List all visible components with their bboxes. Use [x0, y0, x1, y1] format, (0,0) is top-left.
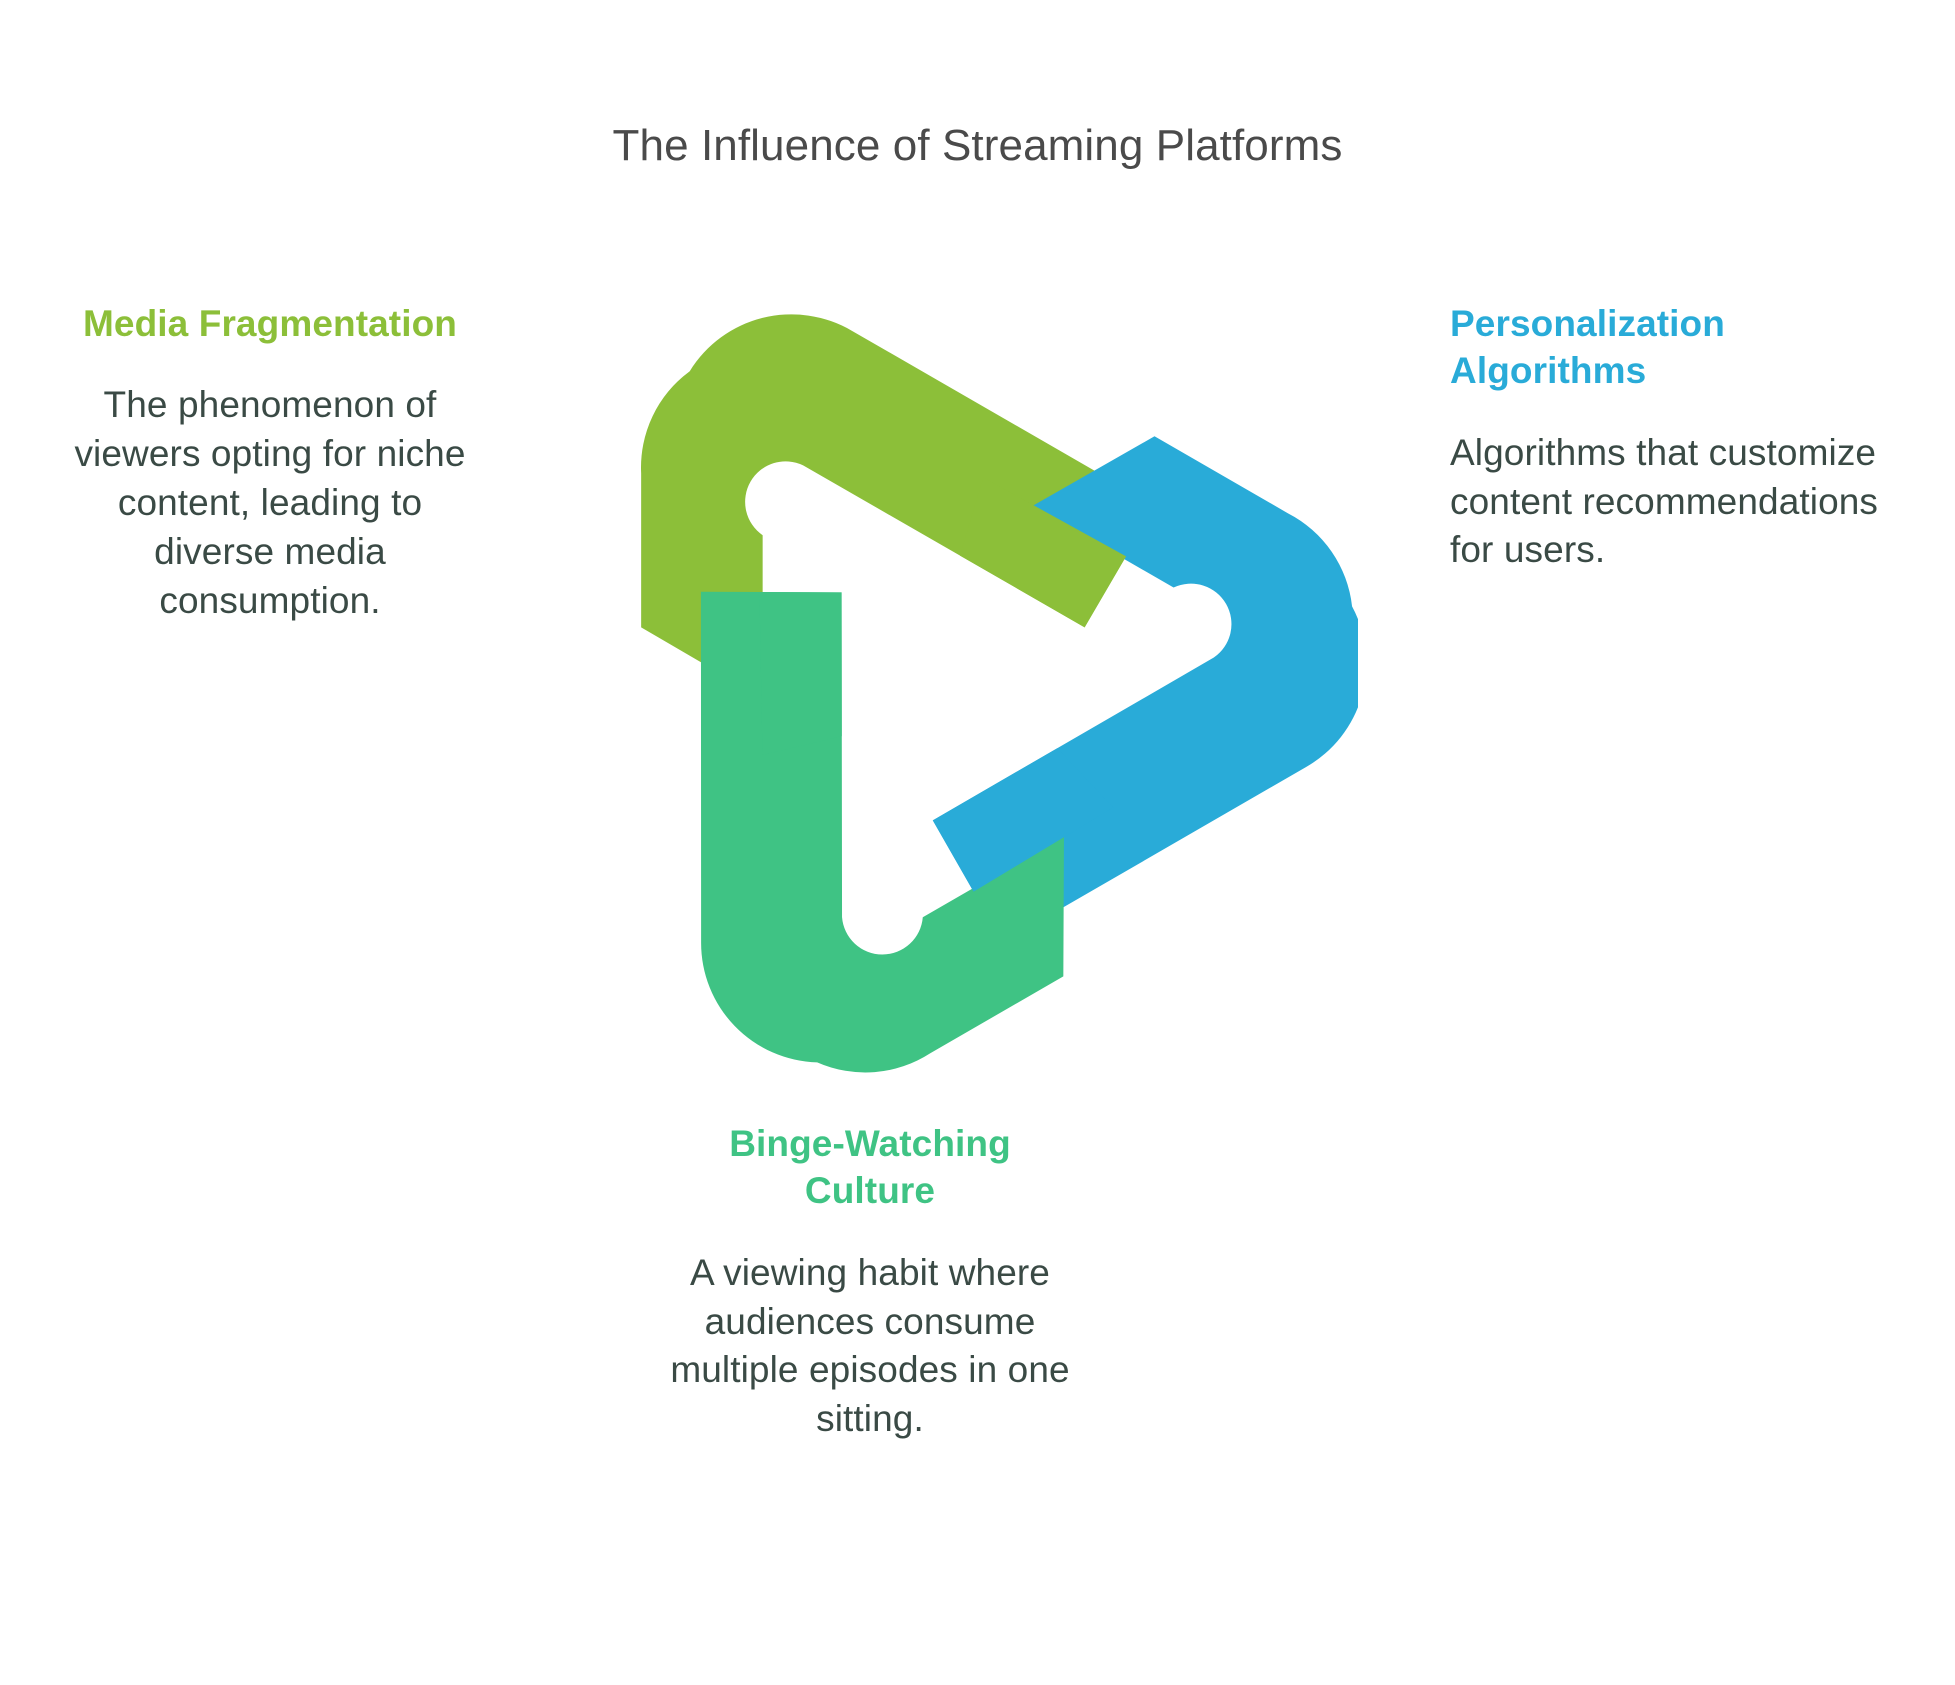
concept-body-personalization-algorithms: Algorithms that customize content recomm… — [1450, 431, 1879, 571]
concept-block-binge-watching-culture: Binge-Watching Culture A viewing habit w… — [660, 1120, 1080, 1444]
concept-body-media-fragmentation: The phenomenon of viewers opting for nic… — [74, 384, 466, 621]
concept-heading-media-fragmentation: Media Fragmentation — [83, 303, 457, 344]
concept-block-personalization-algorithms: Personalization Algorithms Algorithms th… — [1450, 300, 1890, 575]
concept-body-binge-watching-culture: A viewing habit where audiences consume … — [670, 1251, 1070, 1440]
concept-heading-personalization-algorithms: Personalization Algorithms — [1450, 303, 1725, 392]
concept-block-media-fragmentation: Media Fragmentation The phenomenon of vi… — [55, 300, 485, 626]
page-title: The Influence of Streaming Platforms — [612, 121, 1343, 170]
interlocking-trefoil-knot-graphic — [548, 275, 1358, 1085]
concept-heading-binge-watching-culture: Binge-Watching Culture — [729, 1123, 1011, 1212]
